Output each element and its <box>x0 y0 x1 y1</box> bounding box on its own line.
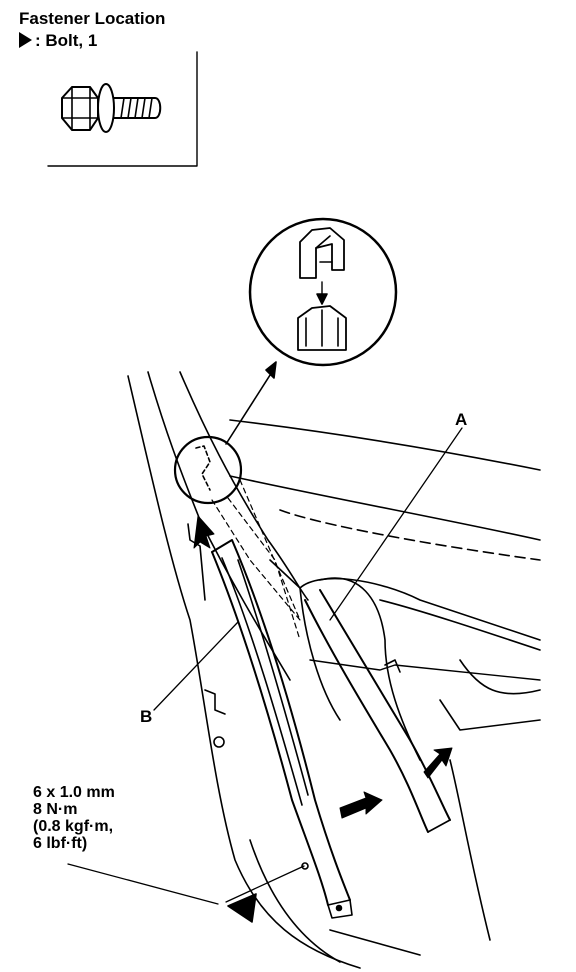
bolt-icon <box>61 83 162 133</box>
fastener-location-title: Fastener Location <box>19 9 166 28</box>
clip-detail-circle <box>248 217 398 367</box>
torque-spec: 6 x 1.0 mm 8 N·m (0.8 kgf·m, 6 lbf·ft) <box>33 784 115 852</box>
trim-b <box>211 539 353 919</box>
callout-a-label: A <box>455 410 468 429</box>
trim-a <box>304 589 541 833</box>
torque-spec-nm: 8 N·m <box>33 801 78 818</box>
detail-arrow <box>225 361 277 445</box>
leader-torque <box>67 863 219 905</box>
torque-spec-size: 6 x 1.0 mm <box>33 784 115 801</box>
leader-b <box>153 621 239 711</box>
legend-text: : Bolt, 1 <box>35 31 98 50</box>
bolt-location-triangle-icon <box>227 893 257 923</box>
fastener-box <box>47 51 198 167</box>
torque-spec-lbfft: 6 lbf·ft) <box>33 835 88 852</box>
callout-b-label: B <box>140 707 153 726</box>
bolt-triangle-icon <box>19 32 32 48</box>
roof-lining <box>229 419 541 941</box>
torque-spec-kgfm: (0.8 kgf·m, <box>33 818 114 835</box>
leader-a <box>329 427 463 621</box>
clip-location-circle <box>173 435 243 505</box>
guide-lines <box>211 479 301 641</box>
leader-lines <box>67 427 463 905</box>
fastener-legend: : Bolt, 1 <box>19 32 97 50</box>
movement-arrows <box>193 515 453 819</box>
